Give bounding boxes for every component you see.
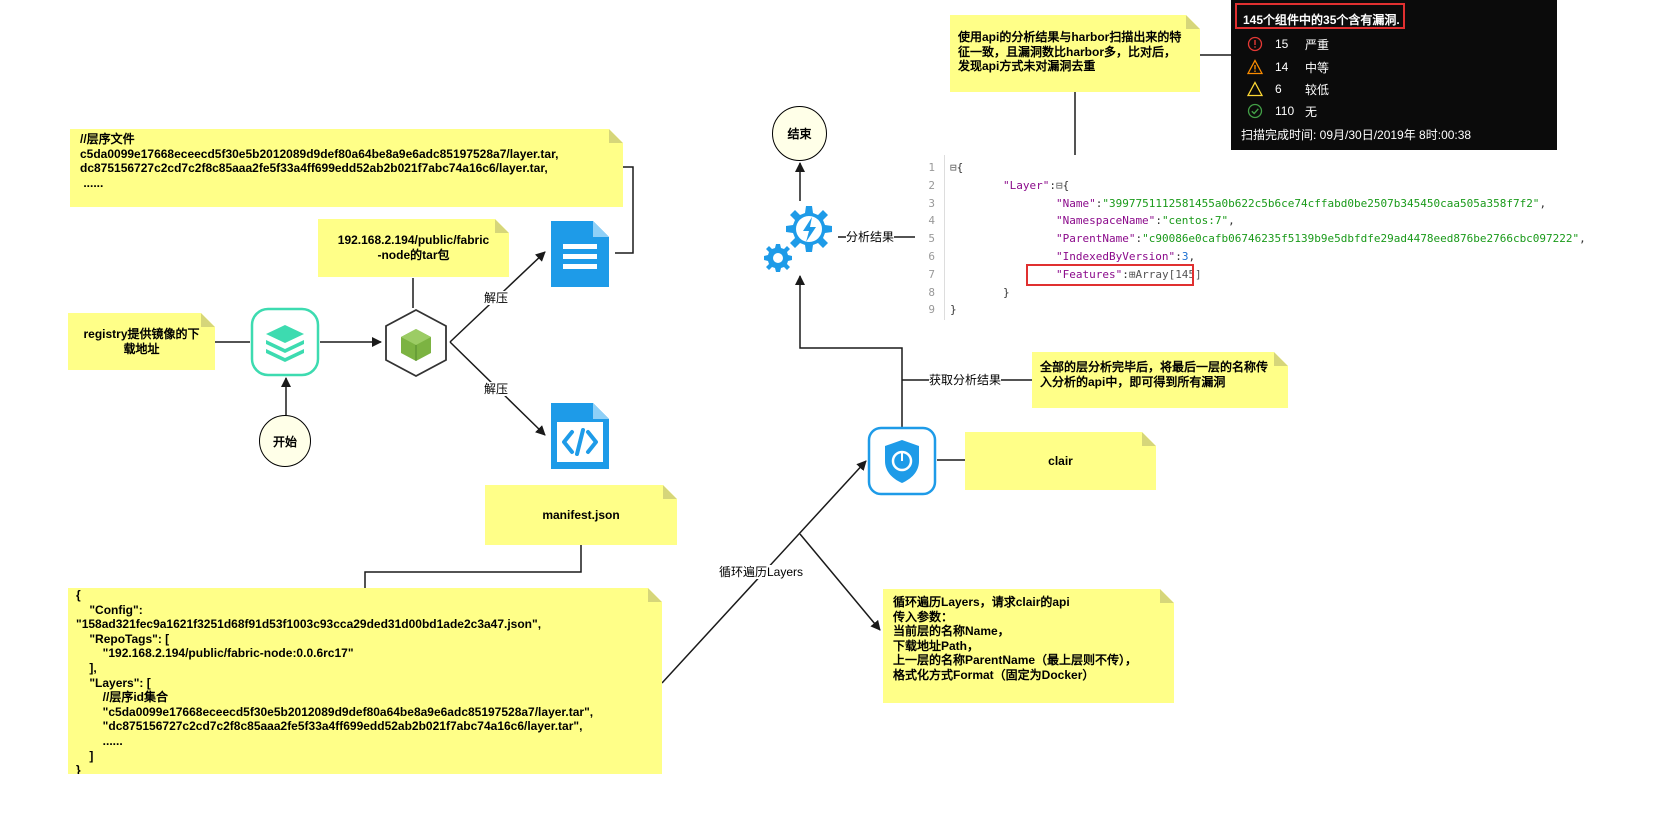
- start-node[interactable]: 开始: [259, 415, 311, 467]
- code-line-1: ⊟{: [950, 161, 964, 174]
- code-lines: ⊟{ "Layer":⊟{ "Name":"3997751112581455a0…: [950, 159, 1586, 319]
- code-line-4: "NamespaceName":"centos:7",: [1055, 214, 1235, 228]
- end-node-label: 结束: [787, 127, 812, 141]
- edge-label-get-result: 获取分析结果: [929, 373, 1002, 387]
- line-number: 8: [928, 285, 935, 299]
- note-tar-package[interactable]: 192.168.2.194/public/fabric -node的tar包: [318, 219, 509, 277]
- note-clair-text: clair: [1048, 453, 1073, 468]
- code-line-9: }: [950, 303, 957, 317]
- code-val-name: "3997751112581455a0b622c5b6ce74cffabd0be…: [1102, 196, 1540, 210]
- vulnerability-panel: 145个组件中的35个含有漏洞. 15 严重 14 中等 6 较低 110 无 …: [1231, 0, 1557, 150]
- code-val-parent: "c90086e0cafb06746235f5139b9e5dbfdfe29ad…: [1142, 232, 1580, 246]
- note-compare[interactable]: 使用api的分析结果与harbor扫描出来的特 征一致，且漏洞数比harbor多…: [950, 15, 1200, 92]
- code-val-features[interactable]: Array[145]: [1135, 267, 1202, 281]
- medium-warning-icon: [1247, 59, 1263, 75]
- note-loop-params[interactable]: 循环遍历Layers，请求clair的api 传入参数： 当前层的名称Name，…: [883, 589, 1174, 703]
- line-number: 4: [928, 214, 935, 228]
- code-line-6: "IndexedByVersion":3,: [1055, 249, 1196, 263]
- manifest-code-icon[interactable]: [545, 400, 615, 472]
- features-highlight-box: [1026, 264, 1194, 286]
- note-all-layers-text: 全部的层分析完毕后，将最后一层的名称传 入分析的api中，即可得到所有漏洞: [1040, 360, 1269, 389]
- analysis-gear-icon[interactable]: [762, 200, 838, 276]
- line-number: 9: [928, 303, 935, 317]
- note-manifest-text: manifest.json: [542, 507, 620, 522]
- code-line-3: "Name":"3997751112581455a0b622c5b6ce74cf…: [1055, 196, 1547, 210]
- layer-file-icon[interactable]: [545, 218, 615, 290]
- line-number: 3: [928, 196, 935, 210]
- note-registry-text: registry提供镜像的下 载地址: [83, 326, 200, 356]
- low-count: 6: [1275, 82, 1282, 96]
- line-number: 2: [928, 178, 935, 192]
- note-layer-files-text: //层序文件 c5da0099e17668eceecd5f30e5b201208…: [80, 132, 559, 190]
- critical-count: 15: [1275, 37, 1289, 51]
- end-node[interactable]: 结束: [772, 106, 827, 161]
- code-key-indexed: "IndexedByVersion": [1055, 249, 1176, 263]
- code-key-layer: "Layer": [1002, 178, 1050, 192]
- code-key-name: "Name": [1055, 196, 1096, 210]
- note-loop-params-text: 循环遍历Layers，请求clair的api 传入参数： 当前层的名称Name，…: [893, 595, 1138, 682]
- vulnerability-summary-title: 145个组件中的35个含有漏洞.: [1235, 3, 1405, 29]
- severity-row-critical: 15 严重: [1247, 35, 1329, 53]
- arrow-clair-analysis: [795, 275, 903, 428]
- clair-shield-icon[interactable]: [867, 426, 937, 496]
- package-box-icon[interactable]: [381, 307, 451, 379]
- note-compare-text: 使用api的分析结果与harbor扫描出来的特 征一致，且漏洞数比harbor多…: [958, 30, 1182, 74]
- critical-circle-icon: [1247, 36, 1263, 52]
- edge-label-loop-layers: 循环遍历Layers: [719, 565, 804, 579]
- collapse-icon[interactable]: ⊟: [950, 161, 957, 174]
- code-line-numbers: 1 2 3 4 5 6 7 8 9: [915, 159, 935, 319]
- medium-count: 14: [1275, 60, 1289, 74]
- collapse-icon[interactable]: ⊟: [1055, 178, 1063, 192]
- low-label: 较低: [1305, 82, 1330, 97]
- code-key-namespace: "NamespaceName": [1055, 214, 1156, 228]
- note-manifest-content-text: { "Config": "158ad321fec9a1621f3251d68f9…: [76, 588, 594, 778]
- severity-row-none: 110 无: [1247, 102, 1317, 120]
- note-tar-package-text: 192.168.2.194/public/fabric -node的tar包: [337, 233, 490, 262]
- code-key-features: "Features": [1055, 267, 1123, 281]
- none-count: 110: [1275, 104, 1295, 118]
- arrow-loop-params: [799, 533, 881, 631]
- none-check-icon: [1247, 103, 1263, 119]
- code-panel: 1 2 3 4 5 6 7 8 9 ⊟{ "Layer":⊟{ "Name":"…: [915, 155, 1675, 320]
- line-number: 1: [928, 161, 935, 174]
- critical-label: 严重: [1305, 37, 1330, 52]
- note-registry[interactable]: registry提供镜像的下 载地址: [68, 313, 215, 370]
- low-triangle-icon: [1247, 81, 1263, 97]
- registry-stack-icon[interactable]: [250, 307, 320, 377]
- scan-complete-time: 扫描完成时间: 09月/30日/2019年 8时:00:38: [1241, 128, 1472, 142]
- code-line-7: "Features":⊞Array[145]: [1055, 267, 1202, 281]
- line-number: 7: [928, 267, 935, 281]
- line-number: 5: [928, 232, 935, 246]
- code-val-namespace: "centos:7": [1161, 214, 1229, 228]
- code-line-5: "ParentName":"c90086e0cafb06746235f5139b…: [1055, 232, 1586, 246]
- note-all-layers[interactable]: 全部的层分析完毕后，将最后一层的名称传 入分析的api中，即可得到所有漏洞: [1032, 352, 1288, 408]
- note-clair[interactable]: clair: [965, 432, 1156, 490]
- note-manifest[interactable]: manifest.json: [485, 485, 677, 545]
- start-node-label: 开始: [272, 434, 297, 449]
- code-val-indexed: 3: [1181, 249, 1189, 263]
- edge-label-analysis-result: 分析结果: [846, 230, 895, 244]
- edge-label-unzip-1: 解压: [484, 291, 509, 305]
- medium-label: 中等: [1305, 60, 1330, 75]
- none-label: 无: [1305, 104, 1318, 119]
- code-line-8: }: [1002, 285, 1010, 299]
- expand-icon[interactable]: ⊞: [1128, 267, 1136, 281]
- code-line-2: "Layer":⊟{: [1002, 178, 1070, 192]
- line-manifest-content: [364, 545, 582, 588]
- note-manifest-content[interactable]: { "Config": "158ad321fec9a1621f3251d68f9…: [68, 588, 662, 774]
- severity-row-low: 6 较低: [1247, 80, 1329, 98]
- severity-row-medium: 14 中等: [1247, 58, 1329, 76]
- note-layer-files[interactable]: //层序文件 c5da0099e17668eceecd5f30e5b201208…: [70, 129, 623, 207]
- line-number: 6: [928, 249, 935, 263]
- code-key-parent: "ParentName": [1055, 232, 1136, 246]
- edge-label-unzip-2: 解压: [484, 382, 509, 396]
- code-gutter-divider: [944, 155, 945, 320]
